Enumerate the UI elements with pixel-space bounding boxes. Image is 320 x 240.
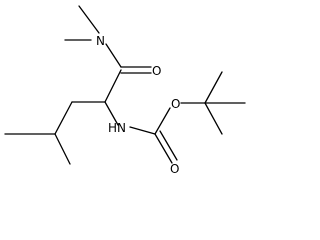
atom-label-carbonyl-o: O: [170, 162, 179, 176]
bond-tbu-methyl-down: [204, 102, 223, 135]
bond-n-carbonyl: [105, 43, 122, 68]
bond-tbu-methyl-up: [204, 71, 223, 104]
bond-ch-methyl-down: [54, 133, 71, 165]
atom-labels: N O HN O O: [96, 34, 180, 176]
bond-carbamate-co-1: [154, 133, 173, 164]
bond-alpha-nh: [104, 101, 119, 126]
atom-label-nh: HN: [108, 121, 126, 135]
structure-canvas: N O HN O O: [4, 5, 246, 176]
atom-label-amide-n: N: [96, 34, 105, 48]
bond-nh-carbamate: [129, 126, 156, 135]
atom-label-ester-o: O: [171, 97, 180, 111]
bond-layer: [4, 5, 246, 165]
bond-carbonyl-alpha: [104, 69, 122, 103]
atom-label-amide-o: O: [152, 64, 161, 78]
bond-ch2-ch: [54, 101, 73, 135]
molecule-drawing: N O HN O O: [4, 5, 246, 176]
bond-carbamate-co-2: [159, 130, 178, 161]
bond-carbamate-o: [154, 107, 171, 135]
bond-n-methyl-top: [78, 5, 100, 34]
